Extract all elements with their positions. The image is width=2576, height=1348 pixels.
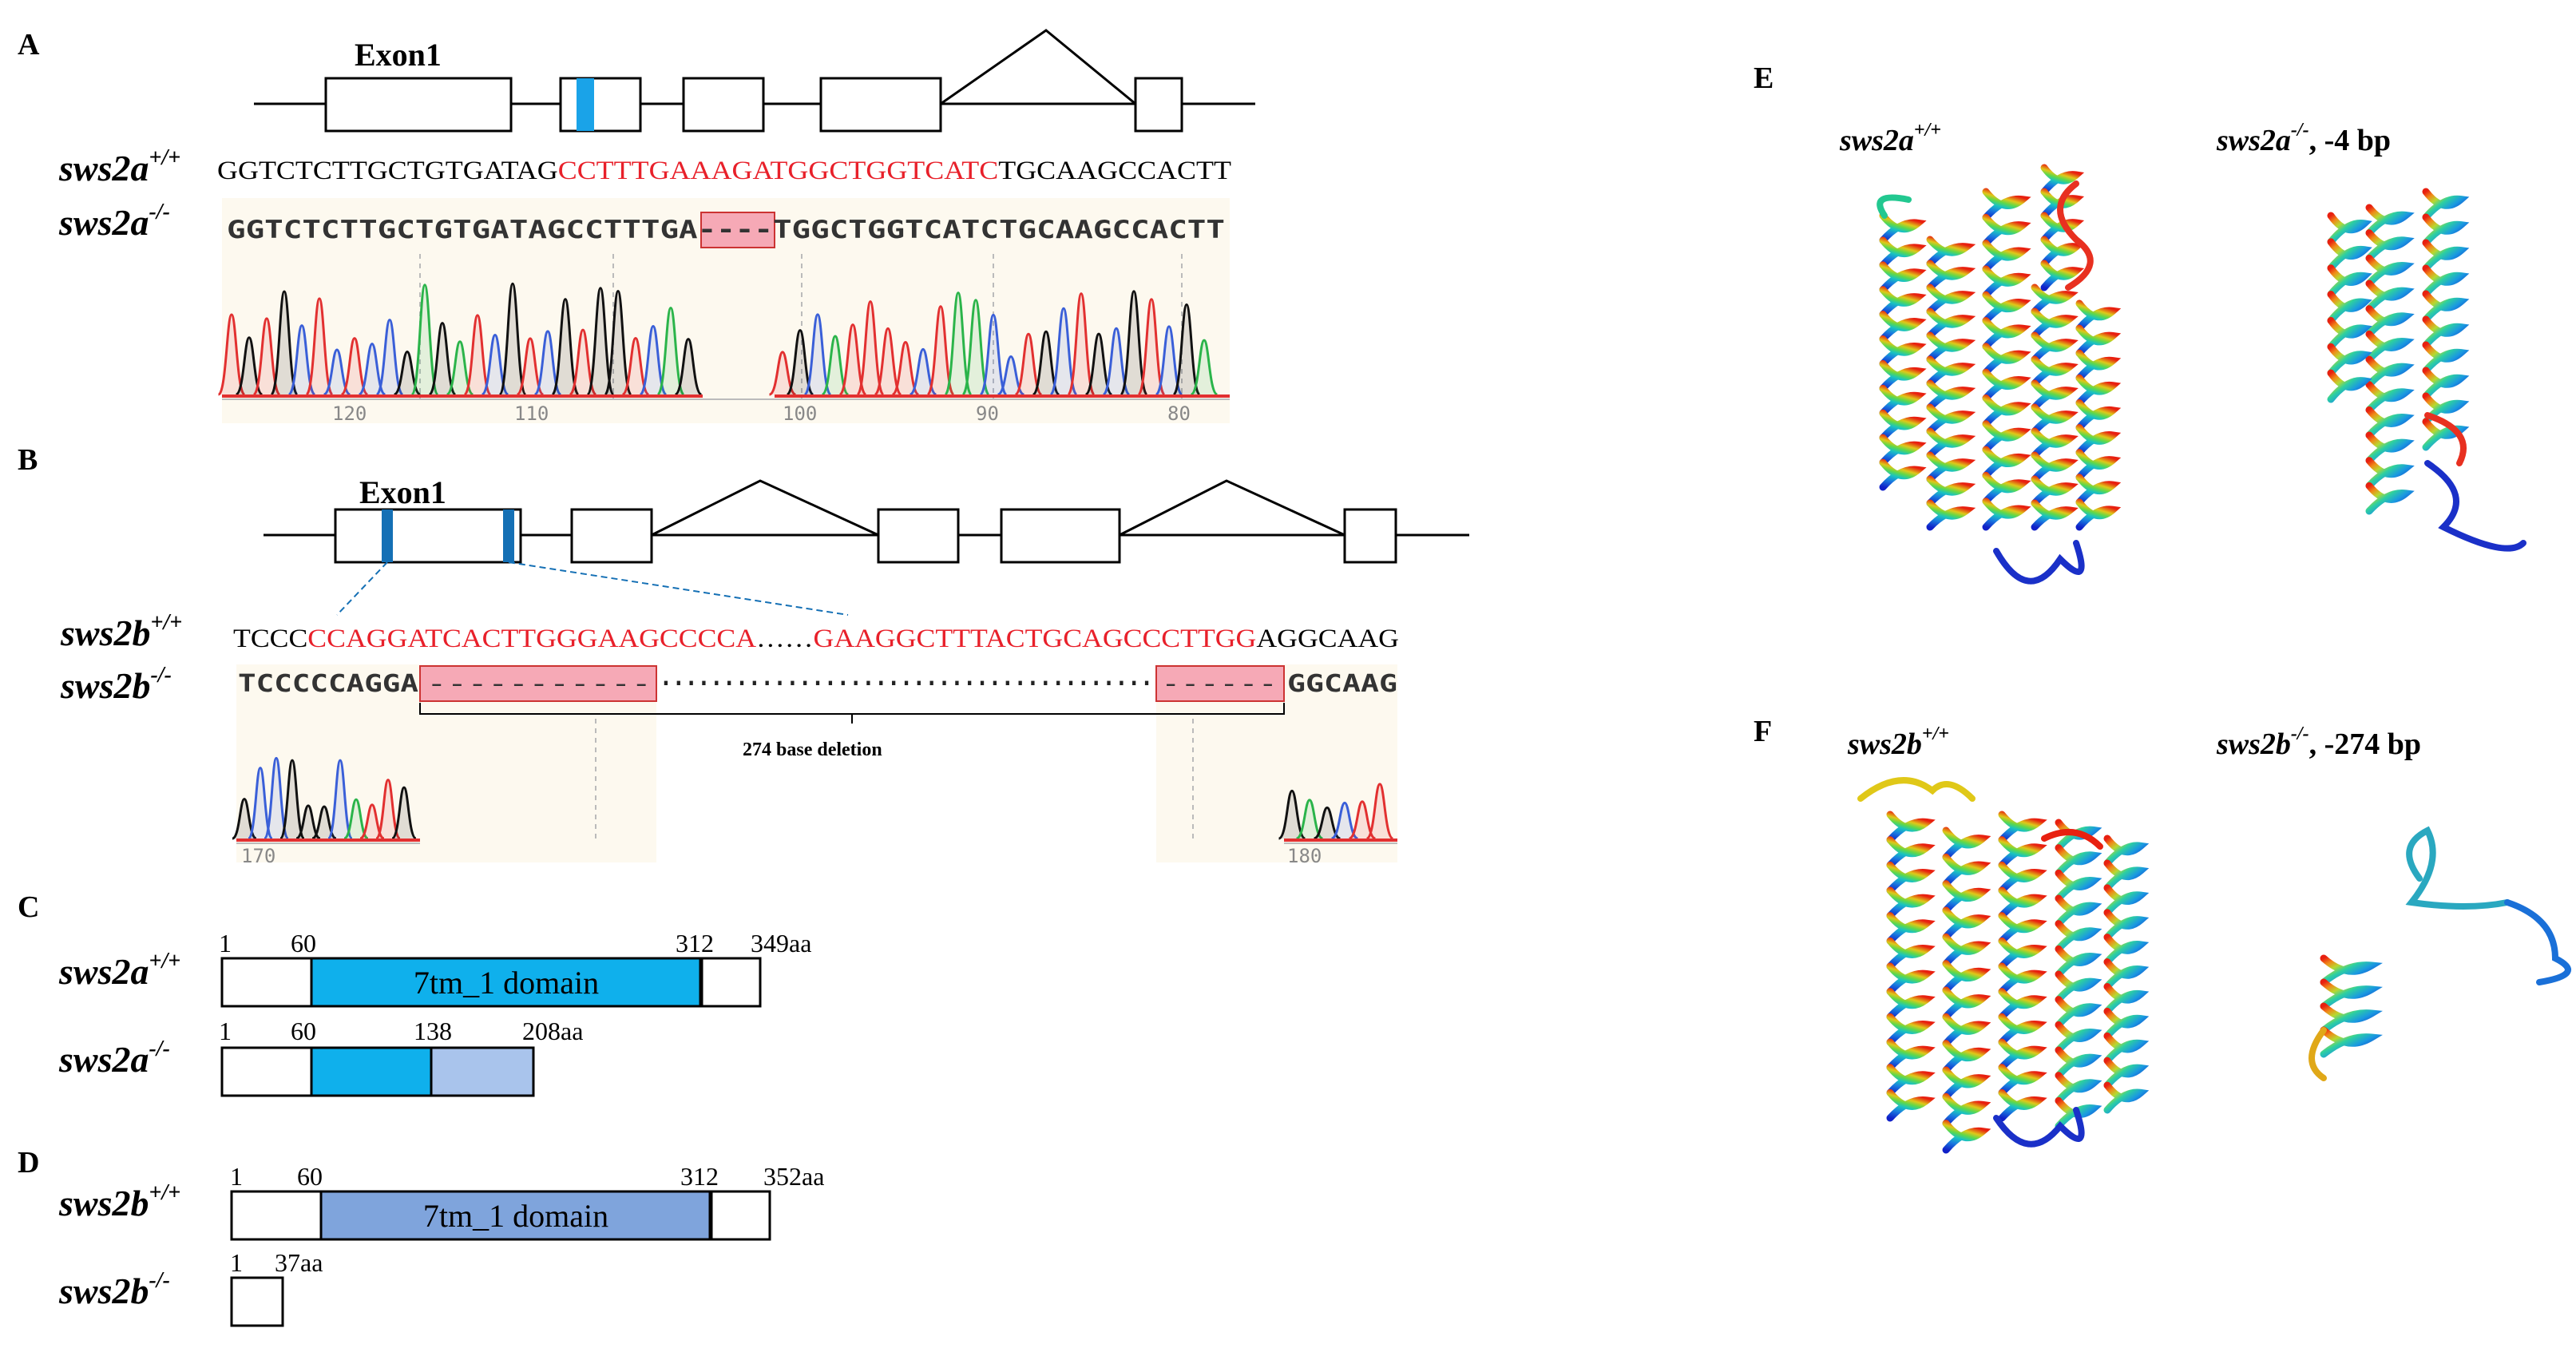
genotype-label-c-ko: sws2a-/- (58, 1037, 170, 1080)
structure-label-e-ko: sws2a-/-, -4 bp (2216, 120, 2391, 157)
ko-sequence-b-right: GGCAAG (1287, 670, 1397, 698)
tick-80: 80 (1167, 402, 1191, 425)
exon1-label-a: Exon1 (355, 37, 442, 73)
panel-label-b: B (18, 443, 38, 477)
tick-120: 120 (332, 402, 367, 425)
tick-180: 180 (1287, 845, 1322, 867)
exon1-box-b (334, 508, 522, 564)
genotype-label-b-wt: sws2b+/+ (60, 610, 182, 653)
target-site-marker-a (577, 78, 594, 131)
ko-pos-length-d: 37aa (275, 1248, 323, 1277)
intron-splice-b1 (651, 479, 879, 537)
deletion-box-a (700, 212, 775, 248)
protein-structure-f-wt (1857, 777, 2150, 1154)
panel-label-c: C (18, 890, 39, 924)
tick-100: 100 (783, 402, 817, 425)
structure-label-f-ko: sws2b-/-, -274 bp (2216, 724, 2421, 761)
ko-sequence-b-dots: ······································· (660, 670, 1153, 698)
panel-label-f: F (1754, 715, 1772, 748)
genotype-label-b-ko: sws2b-/- (60, 663, 172, 706)
exon2-box-a (559, 77, 642, 133)
panel-label-a: A (18, 28, 40, 61)
intron-splice-b2 (1119, 479, 1345, 537)
wt-pos-domain-start-c: 60 (291, 929, 316, 957)
frameshift-region-c-ko (430, 1046, 535, 1097)
domain-c-wt (310, 957, 703, 1008)
exon3-box-a (682, 77, 765, 133)
wt-pos-domain-end-d: 312 (680, 1162, 719, 1191)
exon4-box-a (819, 77, 942, 133)
exon5-box-a (1134, 77, 1183, 133)
structure-label-e-wt: sws2a+/+ (1839, 120, 1941, 157)
wt-pos-start-d: 1 (230, 1162, 243, 1191)
wt-pos-domain-start-d: 60 (297, 1162, 323, 1191)
ko-pos-length-c: 208aa (522, 1017, 583, 1045)
exon1-label-b: Exon1 (359, 474, 446, 510)
genotype-label-d-ko: sws2b-/- (58, 1268, 170, 1311)
tick-170: 170 (241, 845, 275, 867)
tick-90: 90 (976, 402, 999, 425)
exon5-box-b (1343, 508, 1397, 564)
exon2-box-b (570, 508, 653, 564)
genotype-label-c-wt: sws2a+/+ (58, 949, 180, 992)
chromatogram-traces-b (232, 756, 1394, 840)
exon4-box-b (1000, 508, 1121, 564)
ko-pos-domain-start-c: 60 (291, 1017, 316, 1045)
protein-bar-d-ko (230, 1276, 284, 1327)
ko-sequence-b-del1: ----------- (426, 670, 652, 698)
ko-sequence-b-del2: ------ (1161, 670, 1278, 698)
target-site-marker-b1 (382, 509, 393, 562)
ko-pos-start-d: 1 (230, 1248, 243, 1277)
target-site-marker-b2 (503, 509, 514, 562)
panel-e: E sws2a+/+ sws2a-/-, -4 bp (1754, 61, 2526, 585)
wt-pos-length-c: 349aa (751, 929, 811, 957)
domain-label-c: 7tm_1 domain (414, 965, 599, 1001)
intron-splice-a (940, 29, 1136, 105)
wt-pos-start-c: 1 (219, 929, 232, 957)
protein-structure-e-ko (2327, 188, 2526, 552)
protein-structure-f-ko (2308, 826, 2571, 1081)
domain-d-wt (319, 1190, 712, 1241)
domain-c-ko (310, 1046, 433, 1097)
panel-c: C sws2a+/+ 1 60 312 349aa 7tm_1 domain s… (18, 890, 811, 1097)
ko-pos-frameshift-c: 138 (414, 1017, 452, 1045)
panel-f: F sws2b+/+ sws2b-/-, -274 bp (1754, 715, 2571, 1154)
deletion-box-b2 (1155, 665, 1285, 702)
genotype-label-a-wt: sws2a+/+ (58, 145, 180, 188)
ko-sequence-a: GGTCTCTTGCTGTGATAGCCTTTGA----TGGCTGGTCAT… (227, 216, 1225, 244)
domain-label-d: 7tm_1 domain (423, 1198, 608, 1234)
chromatogram-traces-a (217, 282, 1219, 396)
panel-label-d: D (18, 1146, 39, 1180)
ko-pos-start-c: 1 (219, 1017, 232, 1045)
protein-structure-e-wt (1877, 164, 2122, 585)
panel-label-e: E (1754, 61, 1773, 95)
panel-d: D sws2b+/+ 1 60 312 352aa 7tm_1 domain s… (18, 1146, 824, 1327)
genotype-label-d-wt: sws2b+/+ (58, 1180, 180, 1223)
deletion-label: 274 base deletion (743, 739, 882, 760)
exon1-box-a (324, 77, 513, 133)
exon3-box-b (877, 508, 960, 564)
structure-label-f-wt: sws2b+/+ (1847, 724, 1949, 761)
tick-110: 110 (514, 402, 549, 425)
deletion-box-b1 (419, 665, 657, 702)
genotype-label-a-ko: sws2a-/- (58, 200, 170, 243)
ko-sequence-b-left: TCCCCCAGGA (238, 670, 418, 698)
wt-pos-domain-end-c: 312 (676, 929, 714, 957)
wt-pos-length-d: 352aa (763, 1162, 824, 1191)
